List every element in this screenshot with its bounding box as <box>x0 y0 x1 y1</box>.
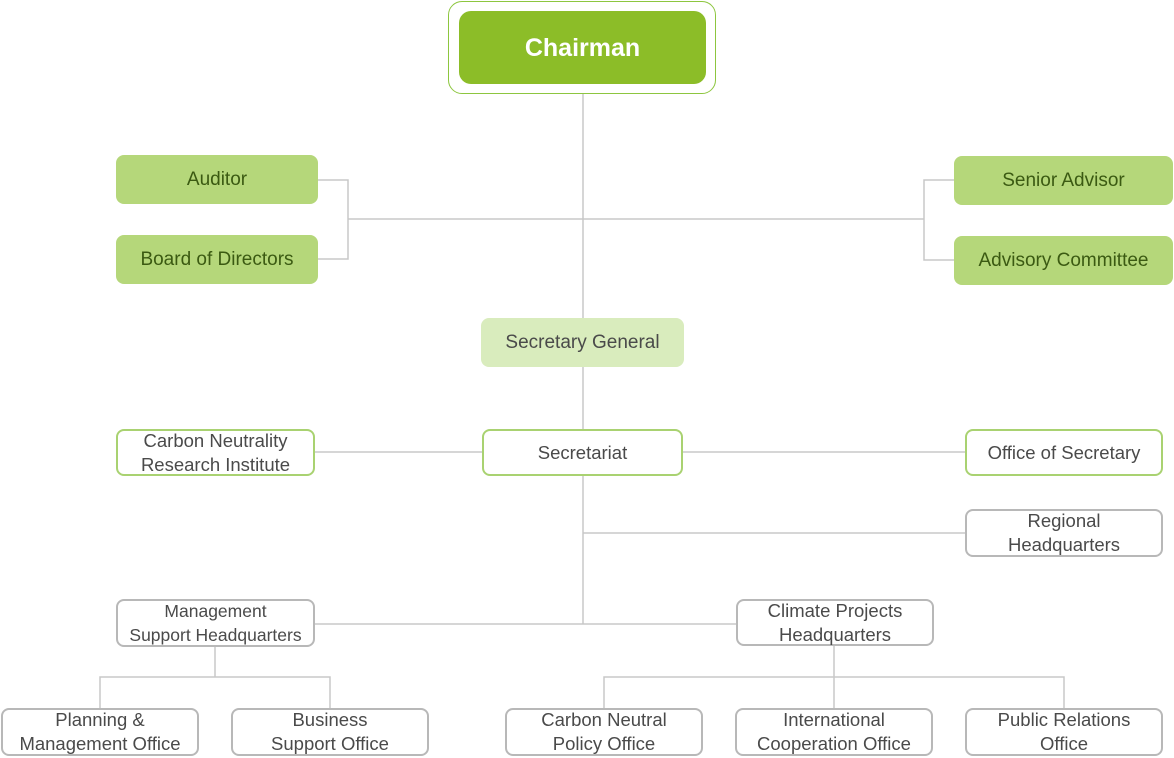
auditor-box[interactable]: Auditor <box>116 155 318 204</box>
auditor-label: Auditor <box>186 168 248 190</box>
public-relations-office-box[interactable]: Public Relations Office <box>965 708 1163 756</box>
senior-advisor-label: Senior Advisor <box>1002 169 1125 191</box>
pr-office-line1: Public Relations <box>997 709 1131 730</box>
board-label: Board of Directors <box>140 248 294 270</box>
secretary-general-box[interactable]: Secretary General <box>481 318 684 367</box>
regional-hq-line2: Headquarters <box>1007 534 1121 555</box>
management-hq-line1: Management <box>164 601 267 621</box>
business-office-line2: Support Office <box>271 733 389 754</box>
left-bracket <box>318 179 349 260</box>
carbon-policy-office-box[interactable]: Carbon Neutral Policy Office <box>505 708 703 756</box>
international-office-box[interactable]: International Cooperation Office <box>735 708 933 756</box>
management-hq-line2: Support Headquarters <box>129 625 302 645</box>
management-hq-box[interactable]: Management Support Headquarters <box>116 599 315 647</box>
business-office-line1: Business <box>292 709 368 730</box>
planning-office-line1: Planning & <box>55 709 145 730</box>
planning-office-line2: Management Office <box>19 733 181 754</box>
climate-hq-line2: Headquarters <box>778 623 892 645</box>
advisory-committee-box[interactable]: Advisory Committee <box>954 236 1173 285</box>
climate-hq-line1: Climate Projects <box>767 599 903 621</box>
climate-projects-hq-box[interactable]: Climate Projects Headquarters <box>736 599 934 646</box>
planning-office-box[interactable]: Planning & Management Office <box>1 708 199 756</box>
pr-office-line2: Office <box>1040 733 1088 754</box>
intl-office-line1: International <box>783 709 885 730</box>
secretary-general-label: Secretary General <box>505 331 660 353</box>
research-institute-line2: Research Institute <box>140 453 291 475</box>
board-of-directors-box[interactable]: Board of Directors <box>116 235 318 284</box>
senior-advisor-box[interactable]: Senior Advisor <box>954 156 1173 205</box>
secretariat-box[interactable]: Secretariat <box>482 429 683 476</box>
business-office-box[interactable]: Business Support Office <box>231 708 429 756</box>
office-of-secretary-label: Office of Secretary <box>987 441 1141 463</box>
climate-branch <box>603 676 1065 708</box>
office-of-secretary-box[interactable]: Office of Secretary <box>965 429 1163 476</box>
mgmt-branch <box>99 676 331 708</box>
regional-hq-line1: Regional <box>1027 510 1101 531</box>
intl-office-line2: Cooperation Office <box>757 733 911 754</box>
advisory-committee-label: Advisory Committee <box>978 249 1149 271</box>
right-bracket <box>923 179 954 261</box>
secretariat-label: Secretariat <box>537 441 628 463</box>
regional-hq-box[interactable]: Regional Headquarters <box>965 509 1163 557</box>
chairman-label: Chairman <box>524 33 641 62</box>
research-institute-box[interactable]: Carbon Neutrality Research Institute <box>116 429 315 476</box>
research-institute-line1: Carbon Neutrality <box>143 429 288 451</box>
carbon-policy-line1: Carbon Neutral <box>541 709 667 730</box>
chairman-box[interactable]: Chairman <box>459 11 706 84</box>
carbon-policy-line2: Policy Office <box>552 733 656 754</box>
